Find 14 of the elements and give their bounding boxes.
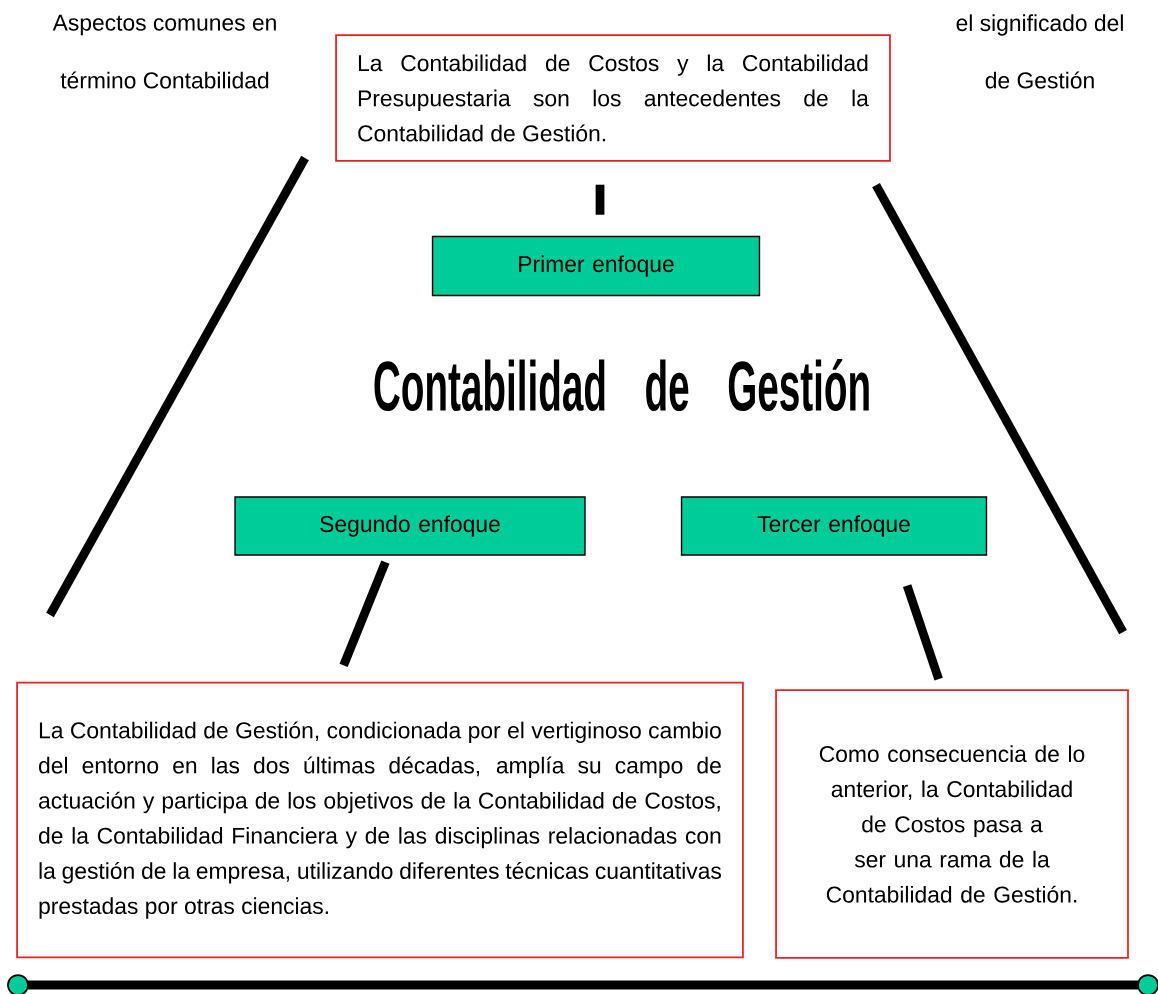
connector-bar: [595, 184, 605, 215]
heading-text: término Contabilidad: [60, 71, 269, 89]
heading-text: el significado del: [956, 14, 1123, 36]
approach-box: Tercer enfoque: [680, 496, 988, 556]
approach-box: Primer enfoque: [431, 235, 761, 297]
heading-text: de Gestión: [985, 71, 1094, 89]
connector-bar: [902, 584, 943, 681]
text-box: La Contabilidad de Gestión, condicionada por el vertiginoso cambio del entorno en las dos últimas décadas, amplía su campo de actuación y participa de los objetivos de la Contabilidad de Costos, de la Contabilidad Financiera y de las disciplinas relacionadas con la gestión de la empresa, utilizando diferentes técnicas cuantitativas prestadas por otras ciencias.: [16, 681, 744, 959]
heading-text: Aspectos comunes en: [52, 14, 276, 36]
central-title: Contabilidad de Gestión: [374, 358, 869, 412]
approach-box: Segundo enfoque: [234, 496, 586, 556]
connector-bar: [339, 560, 390, 668]
text-box: La Contabilidad de Costos y la Contabilidad Presupuestaria son los antecedentes de la Contabilidad de Gestión.: [335, 34, 891, 162]
text-box: Como consecuencia de lo anterior, la Contabilidad de Costos pasa a ser una rama de la Contabilidad de Gestión.: [775, 689, 1129, 959]
